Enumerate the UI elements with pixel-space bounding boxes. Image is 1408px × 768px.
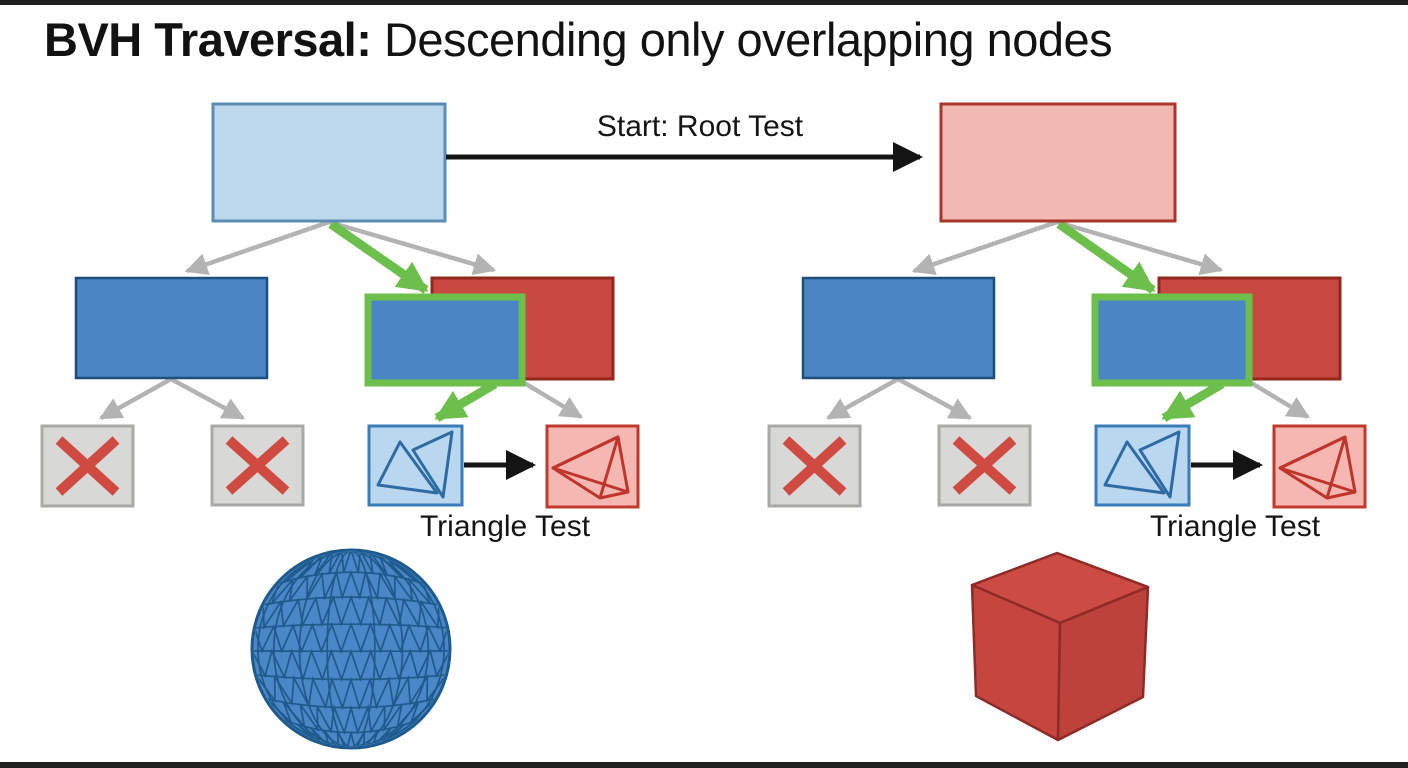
green-descend-arrow [434, 380, 498, 422]
red-cube-object [970, 551, 1150, 742]
green-descend-arrow [328, 220, 429, 294]
right-tree [767, 102, 1367, 509]
x-stroke [225, 436, 290, 495]
top-frame-bar [0, 0, 1408, 5]
blue-triangles-icon [1103, 430, 1181, 499]
gray-arrow [328, 219, 497, 276]
title-regular-part: Descending only overlapping nodes [371, 13, 1113, 66]
sphere-mesh-line [326, 552, 376, 746]
gray-arrow [519, 379, 583, 419]
gray-arrow [896, 377, 972, 420]
x-mark-icon [55, 436, 120, 496]
sphere-mesh-line [255, 673, 447, 711]
sphere-mesh-line [272, 552, 430, 746]
left-overlap-highlight-node [364, 293, 526, 387]
green-descend-arrow [1161, 380, 1225, 422]
gray-arrow [99, 377, 173, 420]
title-bold-part: BVH Traversal: [44, 13, 372, 66]
red-triangles-icon [1278, 435, 1357, 500]
x-mark-icon [952, 436, 1017, 495]
blue-triangles-icon [376, 430, 454, 499]
left-root-node [211, 102, 447, 223]
triangle-outline [1138, 430, 1181, 499]
page-title: BVH Traversal: Descending only overlappi… [44, 12, 1113, 67]
sphere-mesh-line [298, 552, 404, 746]
gray-arrow [1056, 219, 1224, 276]
cube-right-face [1056, 585, 1150, 742]
sphere-mesh [254, 552, 448, 746]
triangle-outline [1103, 440, 1166, 495]
triangle-edge [599, 490, 629, 500]
x-stroke [55, 436, 120, 496]
gray-arrow [826, 377, 900, 420]
right-root-node [939, 102, 1177, 223]
right-pruned-box-2 [937, 424, 1032, 507]
gray-arrow [169, 377, 245, 420]
sphere-mesh-line [254, 621, 448, 654]
gray-arrow [911, 219, 1058, 276]
sphere-mesh-line [262, 594, 440, 630]
gray-arrow [1246, 379, 1310, 419]
red-triangles-icon [551, 435, 630, 500]
left-tree [40, 102, 640, 509]
triangle-outline [551, 435, 620, 500]
start-root-test-label: Start: Root Test [596, 110, 804, 143]
left-child-blue-node [74, 276, 269, 380]
sphere-mesh-line [257, 552, 445, 746]
triangle-test-label-right: Triangle Test [1149, 510, 1321, 543]
triangle-outline [376, 440, 439, 495]
x-mark-icon [225, 436, 290, 495]
triangle-edge [1326, 490, 1356, 500]
triangle-outline [1278, 435, 1347, 500]
sphere-mesh-line [254, 648, 448, 682]
right-child-blue-node [801, 276, 996, 380]
x-mark-icon [782, 436, 847, 496]
gray-arrow [184, 219, 330, 276]
sphere-mesh-line [285, 552, 417, 583]
sphere-mesh-line [265, 698, 437, 736]
right-overlap-highlight-node [1091, 293, 1253, 387]
triangle-test-label-left: Triangle Test [419, 510, 591, 543]
bottom-frame-bar [0, 762, 1408, 768]
triangle-outline [411, 430, 454, 499]
green-descend-arrow [1056, 220, 1156, 294]
x-stroke [952, 436, 1017, 495]
sphere-mesh-line [271, 569, 431, 604]
x-stroke [782, 436, 847, 496]
triangulated-sphere-object [250, 548, 452, 750]
